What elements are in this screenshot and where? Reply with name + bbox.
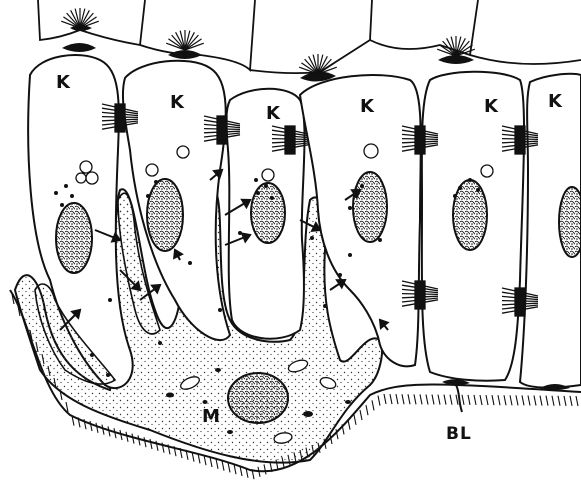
hatch-mark xyxy=(522,395,524,405)
desmosome-plaque xyxy=(217,116,227,144)
hatch-mark xyxy=(372,400,374,410)
hatch-mark xyxy=(384,394,386,404)
granule xyxy=(174,250,178,254)
hatch-mark xyxy=(378,396,380,406)
hatch-mark xyxy=(486,395,488,405)
hatch-mark xyxy=(264,464,266,474)
hatch-mark xyxy=(348,420,350,430)
granule xyxy=(458,186,462,190)
hatch-mark xyxy=(90,421,92,431)
hatch-mark xyxy=(426,394,428,404)
granule xyxy=(254,178,258,182)
label-k-3: K xyxy=(266,103,281,124)
hatch-mark xyxy=(390,394,392,404)
arrow-head xyxy=(337,280,345,287)
granule xyxy=(70,194,74,198)
granule xyxy=(188,261,192,265)
desmosome-plaque xyxy=(285,126,295,154)
hatch-mark xyxy=(366,405,368,415)
arrow-head xyxy=(152,285,160,292)
granule xyxy=(348,206,352,210)
granule xyxy=(158,341,162,345)
granule xyxy=(256,191,260,195)
upper-cell-outlines xyxy=(38,0,581,73)
label-k-5: K xyxy=(484,96,499,117)
hatch-mark xyxy=(156,441,158,451)
granule xyxy=(60,203,64,207)
granule xyxy=(270,196,274,200)
hatch-mark xyxy=(534,396,536,406)
desmosome-plaque xyxy=(115,104,125,132)
hatch-mark xyxy=(354,415,356,425)
label-k-4: K xyxy=(360,96,375,117)
hatch-mark xyxy=(570,396,572,406)
label-k-6: K xyxy=(548,91,563,112)
hatch-mark xyxy=(552,396,554,406)
hatch-mark xyxy=(396,394,398,404)
hatch-mark xyxy=(96,423,98,433)
hatch-mark xyxy=(510,395,512,405)
hatch-mark xyxy=(504,395,506,405)
granule xyxy=(238,231,242,235)
desmosome-plaque xyxy=(515,126,525,154)
desmosome-plaque xyxy=(415,281,425,309)
granule xyxy=(476,188,480,192)
granule xyxy=(360,184,364,188)
hatch-mark xyxy=(480,395,482,405)
label-k-1: K xyxy=(56,72,71,93)
granule xyxy=(338,273,342,277)
hatch-mark xyxy=(462,395,464,405)
hatch-mark xyxy=(414,394,416,404)
granule xyxy=(90,353,94,357)
granule xyxy=(453,194,457,198)
granule xyxy=(354,194,358,198)
hatch-mark xyxy=(564,396,566,406)
hatch-mark xyxy=(444,395,446,405)
granule xyxy=(468,178,472,182)
hatch-mark xyxy=(360,410,362,420)
granule xyxy=(54,191,58,195)
granule xyxy=(378,238,382,242)
macrophage-nucleus xyxy=(228,373,288,423)
granule xyxy=(264,184,268,188)
hatch-mark xyxy=(558,396,560,406)
label-bl: BL xyxy=(446,424,472,444)
granule xyxy=(108,298,112,302)
hatch-mark xyxy=(438,395,440,405)
granule xyxy=(64,184,68,188)
hatch-mark xyxy=(498,395,500,405)
hatch-mark xyxy=(576,396,578,406)
hatch-mark xyxy=(546,396,548,406)
hatch-mark xyxy=(456,395,458,405)
desmosome-plaque xyxy=(515,288,525,316)
desmosome-plaque xyxy=(415,126,425,154)
hatch-mark xyxy=(432,395,434,405)
hatch-mark xyxy=(516,395,518,405)
hatch-mark xyxy=(402,394,404,404)
granule xyxy=(106,373,110,377)
hatch-mark xyxy=(492,395,494,405)
hatch-mark xyxy=(144,437,146,447)
hatch-mark xyxy=(138,435,140,445)
hatch-mark xyxy=(474,395,476,405)
granule xyxy=(154,180,158,184)
hatch-mark xyxy=(540,396,542,406)
hatch-mark xyxy=(408,394,410,404)
hatch-mark xyxy=(150,439,152,449)
hatch-mark xyxy=(468,395,470,405)
granule xyxy=(348,253,352,257)
hatch-mark xyxy=(420,394,422,404)
granule xyxy=(218,308,222,312)
hatch-mark xyxy=(528,395,530,405)
granule xyxy=(146,194,150,198)
hatch-mark xyxy=(132,434,134,444)
granule xyxy=(323,304,327,308)
label-k-2: K xyxy=(170,92,185,113)
label-m: M xyxy=(202,406,221,427)
granule xyxy=(310,236,314,240)
hatch-mark xyxy=(450,395,452,405)
